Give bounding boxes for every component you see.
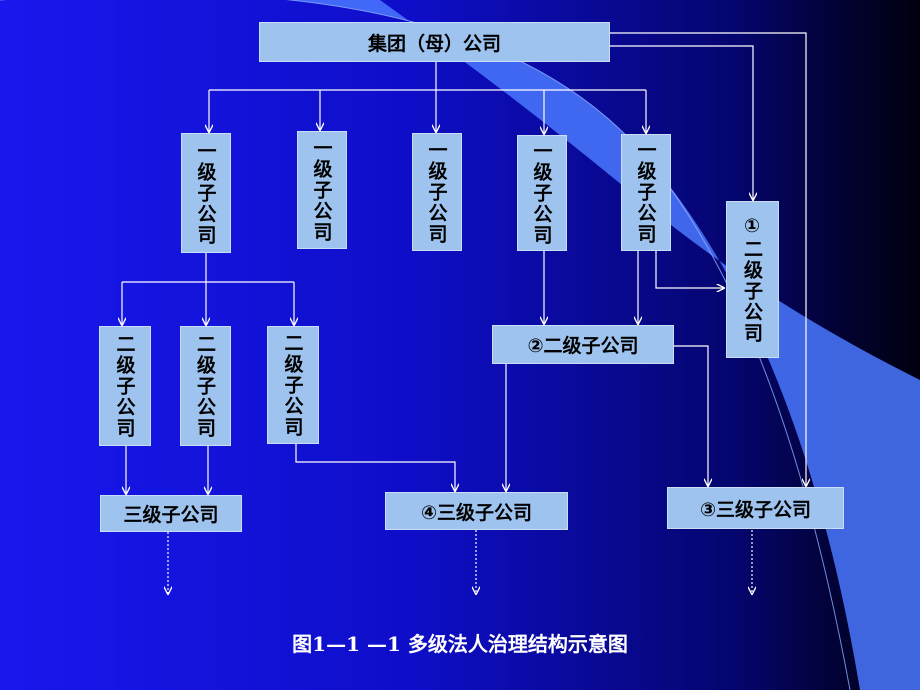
level2-box-left-2: 二级子公司 bbox=[180, 326, 231, 446]
level2-box-left-1: 二级子公司 bbox=[99, 326, 151, 446]
level2-box-2: ②二级子公司 bbox=[492, 325, 674, 364]
level1-box-2: 一级子公司 bbox=[297, 131, 347, 249]
diagram-caption: 图1—1 —1 多级法人治理结构示意图 bbox=[292, 632, 628, 656]
level1-box-1: 一级子公司 bbox=[181, 133, 231, 253]
level1-box-3: 一级子公司 bbox=[412, 133, 462, 251]
level3-box-4: ④三级子公司 bbox=[385, 492, 568, 530]
root-company-box: 集团（母）公司 bbox=[259, 22, 610, 62]
level3-box-left: 三级子公司 bbox=[100, 495, 242, 532]
level2-box-1: ①二级子公司 bbox=[726, 201, 779, 358]
level2-box-left-3: 二级子公司 bbox=[267, 326, 319, 444]
level1-box-4: 一级子公司 bbox=[517, 135, 567, 251]
level3-box-3: ③三级子公司 bbox=[667, 487, 844, 529]
level1-box-5: 一级子公司 bbox=[621, 134, 671, 251]
